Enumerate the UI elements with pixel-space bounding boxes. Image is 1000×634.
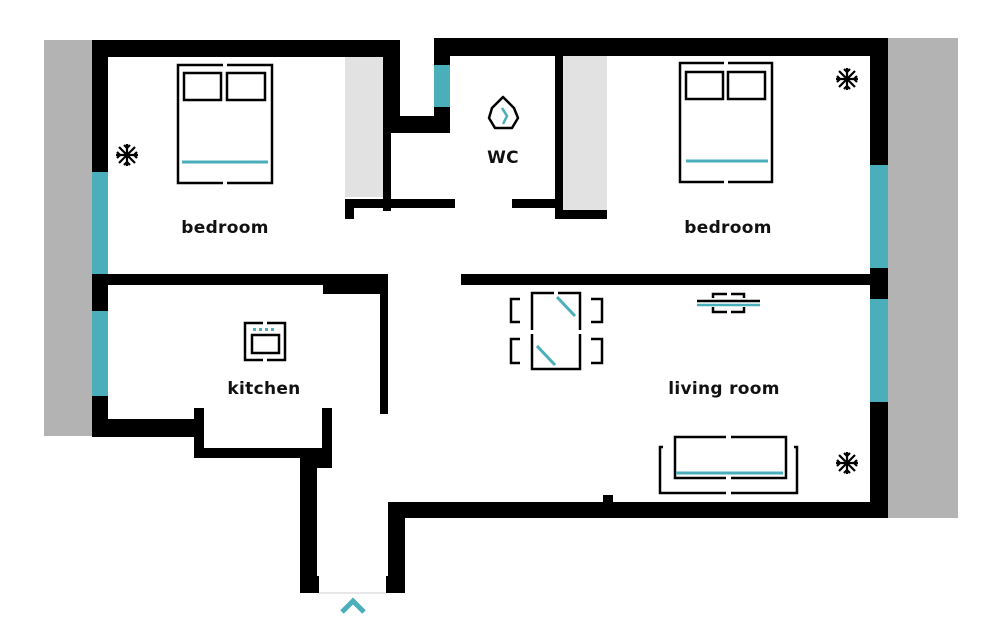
oven-icon: [243, 321, 287, 362]
tv-icon: [697, 292, 760, 314]
double-bed-icon: [176, 63, 274, 185]
closet-left: [345, 57, 383, 197]
windows: [92, 65, 888, 402]
water-heater-icon: [487, 95, 520, 130]
dining-table-icon: [509, 291, 604, 371]
entrance-arrow-icon: [340, 597, 366, 614]
room-label-bedroom-right: bedroom: [684, 218, 772, 238]
walls: [92, 38, 888, 593]
double-bed-icon: [678, 61, 774, 184]
sofa-icon: [658, 435, 799, 495]
air-conditioning-icon: [836, 68, 858, 90]
room-label-living-room: living room: [668, 379, 780, 399]
exterior-left: [44, 40, 94, 436]
air-conditioning-icon: [836, 452, 858, 474]
room-label-wc: WC: [487, 148, 519, 168]
room-label-bedroom-left: bedroom: [181, 218, 269, 238]
closet-right: [563, 56, 607, 211]
exterior-right: [886, 38, 958, 518]
room-label-kitchen: kitchen: [227, 379, 301, 399]
air-conditioning-icon: [116, 144, 138, 166]
